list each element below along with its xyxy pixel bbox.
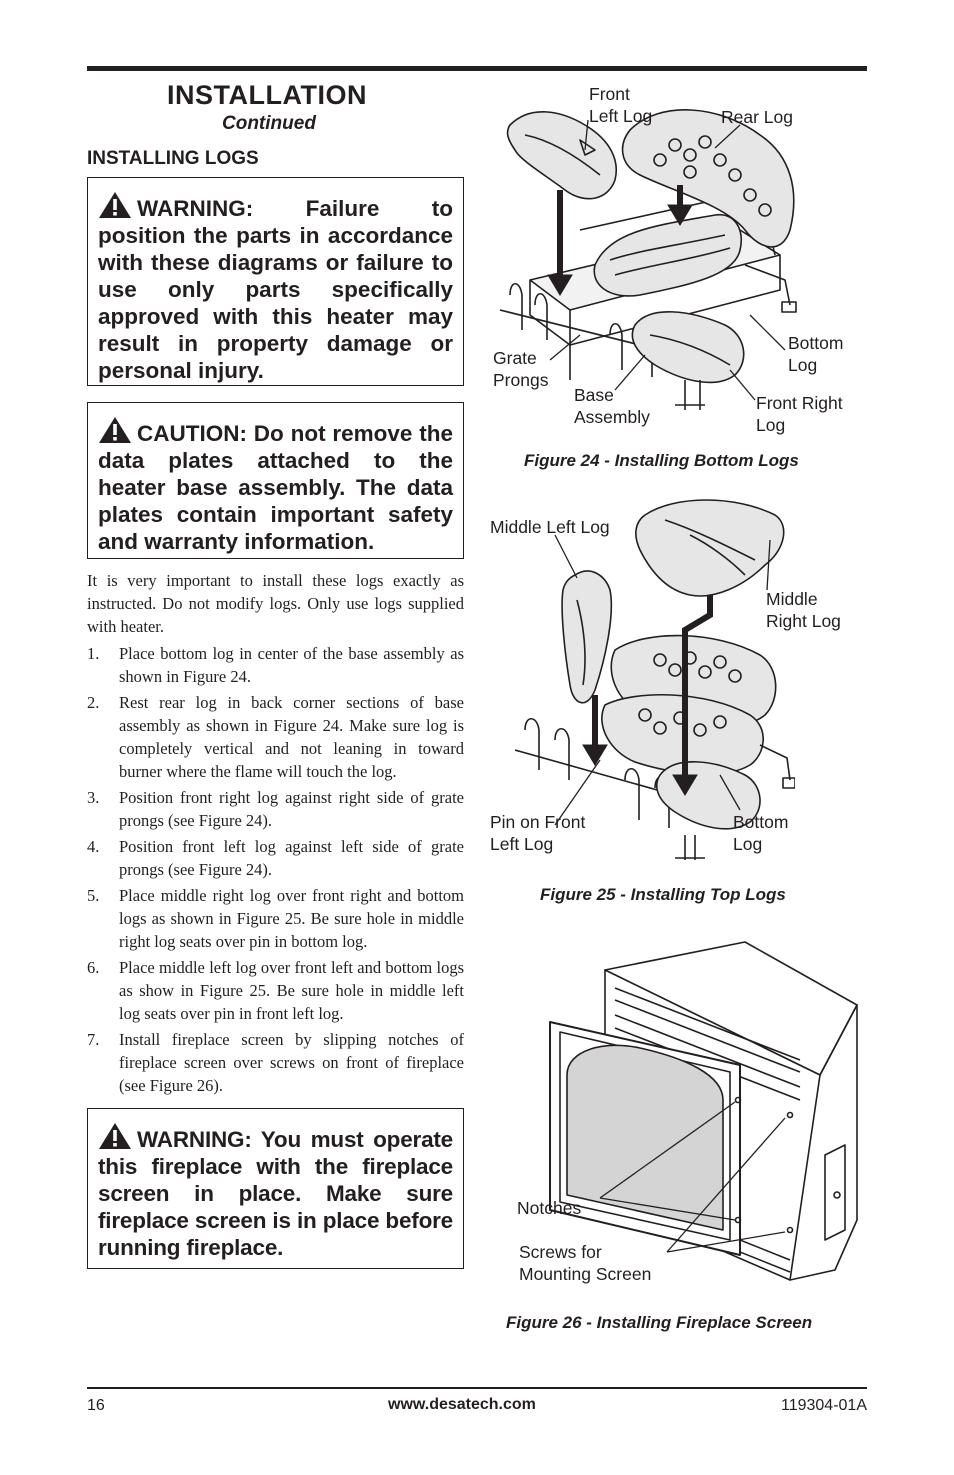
label-screws: Screws for Mounting Screen xyxy=(519,1242,652,1284)
figure-25-illustration xyxy=(515,499,795,860)
label-front-left-log: Front Left Log xyxy=(589,84,653,126)
label-base-assembly: Base Assembly xyxy=(574,385,650,427)
step-text: Install fireplace screen by slipping not… xyxy=(119,1030,464,1095)
caution-text: CAUTION: Do not remove the data plates a… xyxy=(98,421,453,554)
warning-triangle-icon xyxy=(99,417,131,443)
top-rule xyxy=(87,66,867,71)
bottom-rule xyxy=(87,1387,867,1389)
figure-24-caption: Figure 24 - Installing Bottom Logs xyxy=(524,451,799,470)
page-number: 16 xyxy=(87,1397,105,1414)
list-item: 7. Install fireplace screen by slipping n… xyxy=(87,1028,464,1097)
label-bottom-log-fig25: Bottom Log xyxy=(733,812,789,854)
label-rear-log: Rear Log xyxy=(721,107,793,127)
list-item: 2. Rest rear log in back corner sections … xyxy=(87,691,464,783)
list-item: 5. Place middle right log over front righ… xyxy=(87,884,464,953)
footer-url[interactable]: www.desatech.com xyxy=(388,1396,536,1413)
warning-box-2: WARNING: You must operate this fireplace… xyxy=(87,1108,464,1269)
step-text: Position front right log against right s… xyxy=(119,788,464,830)
label-pin-on-front-left-log: Pin on Front Left Log xyxy=(490,812,586,854)
list-item: 3. Position front right log against right… xyxy=(87,786,464,832)
section-title: INSTALLATION xyxy=(167,80,367,110)
steps-list: 1. Place bottom log in center of the base… xyxy=(87,642,464,1097)
label-bottom-log: Bottom Log xyxy=(788,333,844,375)
warning-triangle-icon xyxy=(99,1123,131,1149)
step-text: Place middle left log over front left an… xyxy=(119,958,464,1023)
section-subtitle: Continued xyxy=(222,113,316,134)
step-text: Place bottom log in center of the base a… xyxy=(119,644,464,686)
step-text: Place middle right log over front right … xyxy=(119,886,464,951)
step-number: 3. xyxy=(87,788,100,807)
step-text: Position front left log against left sid… xyxy=(119,837,464,879)
label-middle-right-log: Middle Right Log xyxy=(766,589,841,631)
step-number: 5. xyxy=(87,886,100,905)
step-number: 1. xyxy=(87,644,100,663)
figure-26-illustration xyxy=(549,941,858,1281)
warning-2-text: WARNING: You must operate this fireplace… xyxy=(98,1127,453,1260)
warning-triangle-icon xyxy=(99,192,131,218)
figure-24-illustration xyxy=(499,109,797,410)
figure-26-caption: Figure 26 - Installing Fireplace Screen xyxy=(506,1313,813,1332)
subheading: INSTALLING LOGS xyxy=(87,148,259,169)
figure-25-caption: Figure 25 - Installing Top Logs xyxy=(540,885,786,904)
label-front-right-log: Front Right Log xyxy=(756,393,843,435)
list-item: 4. Position front left log against left s… xyxy=(87,835,464,881)
step-number: 6. xyxy=(87,958,100,977)
step-number: 7. xyxy=(87,1030,100,1049)
label-middle-left-log: Middle Left Log xyxy=(490,517,610,537)
list-item: 6. Place middle left log over front left … xyxy=(87,956,464,1025)
list-item: 1. Place bottom log in center of the base… xyxy=(87,642,464,688)
intro-paragraph: It is very important to install these lo… xyxy=(87,571,464,636)
label-grate-prongs: Grate Prongs xyxy=(493,348,549,390)
step-text: Rest rear log in back corner sections of… xyxy=(119,693,464,781)
instructions-body: It is very important to install these lo… xyxy=(87,569,464,1100)
warning-1-text: WARNING: Failure to position the parts i… xyxy=(98,196,453,383)
step-number: 2. xyxy=(87,693,100,712)
document-code: 119304-01A xyxy=(781,1397,867,1414)
step-number: 4. xyxy=(87,837,100,856)
caution-box: CAUTION: Do not remove the data plates a… xyxy=(87,402,464,559)
warning-box-1: WARNING: Failure to position the parts i… xyxy=(87,177,464,386)
label-notches: Notches xyxy=(517,1198,582,1218)
